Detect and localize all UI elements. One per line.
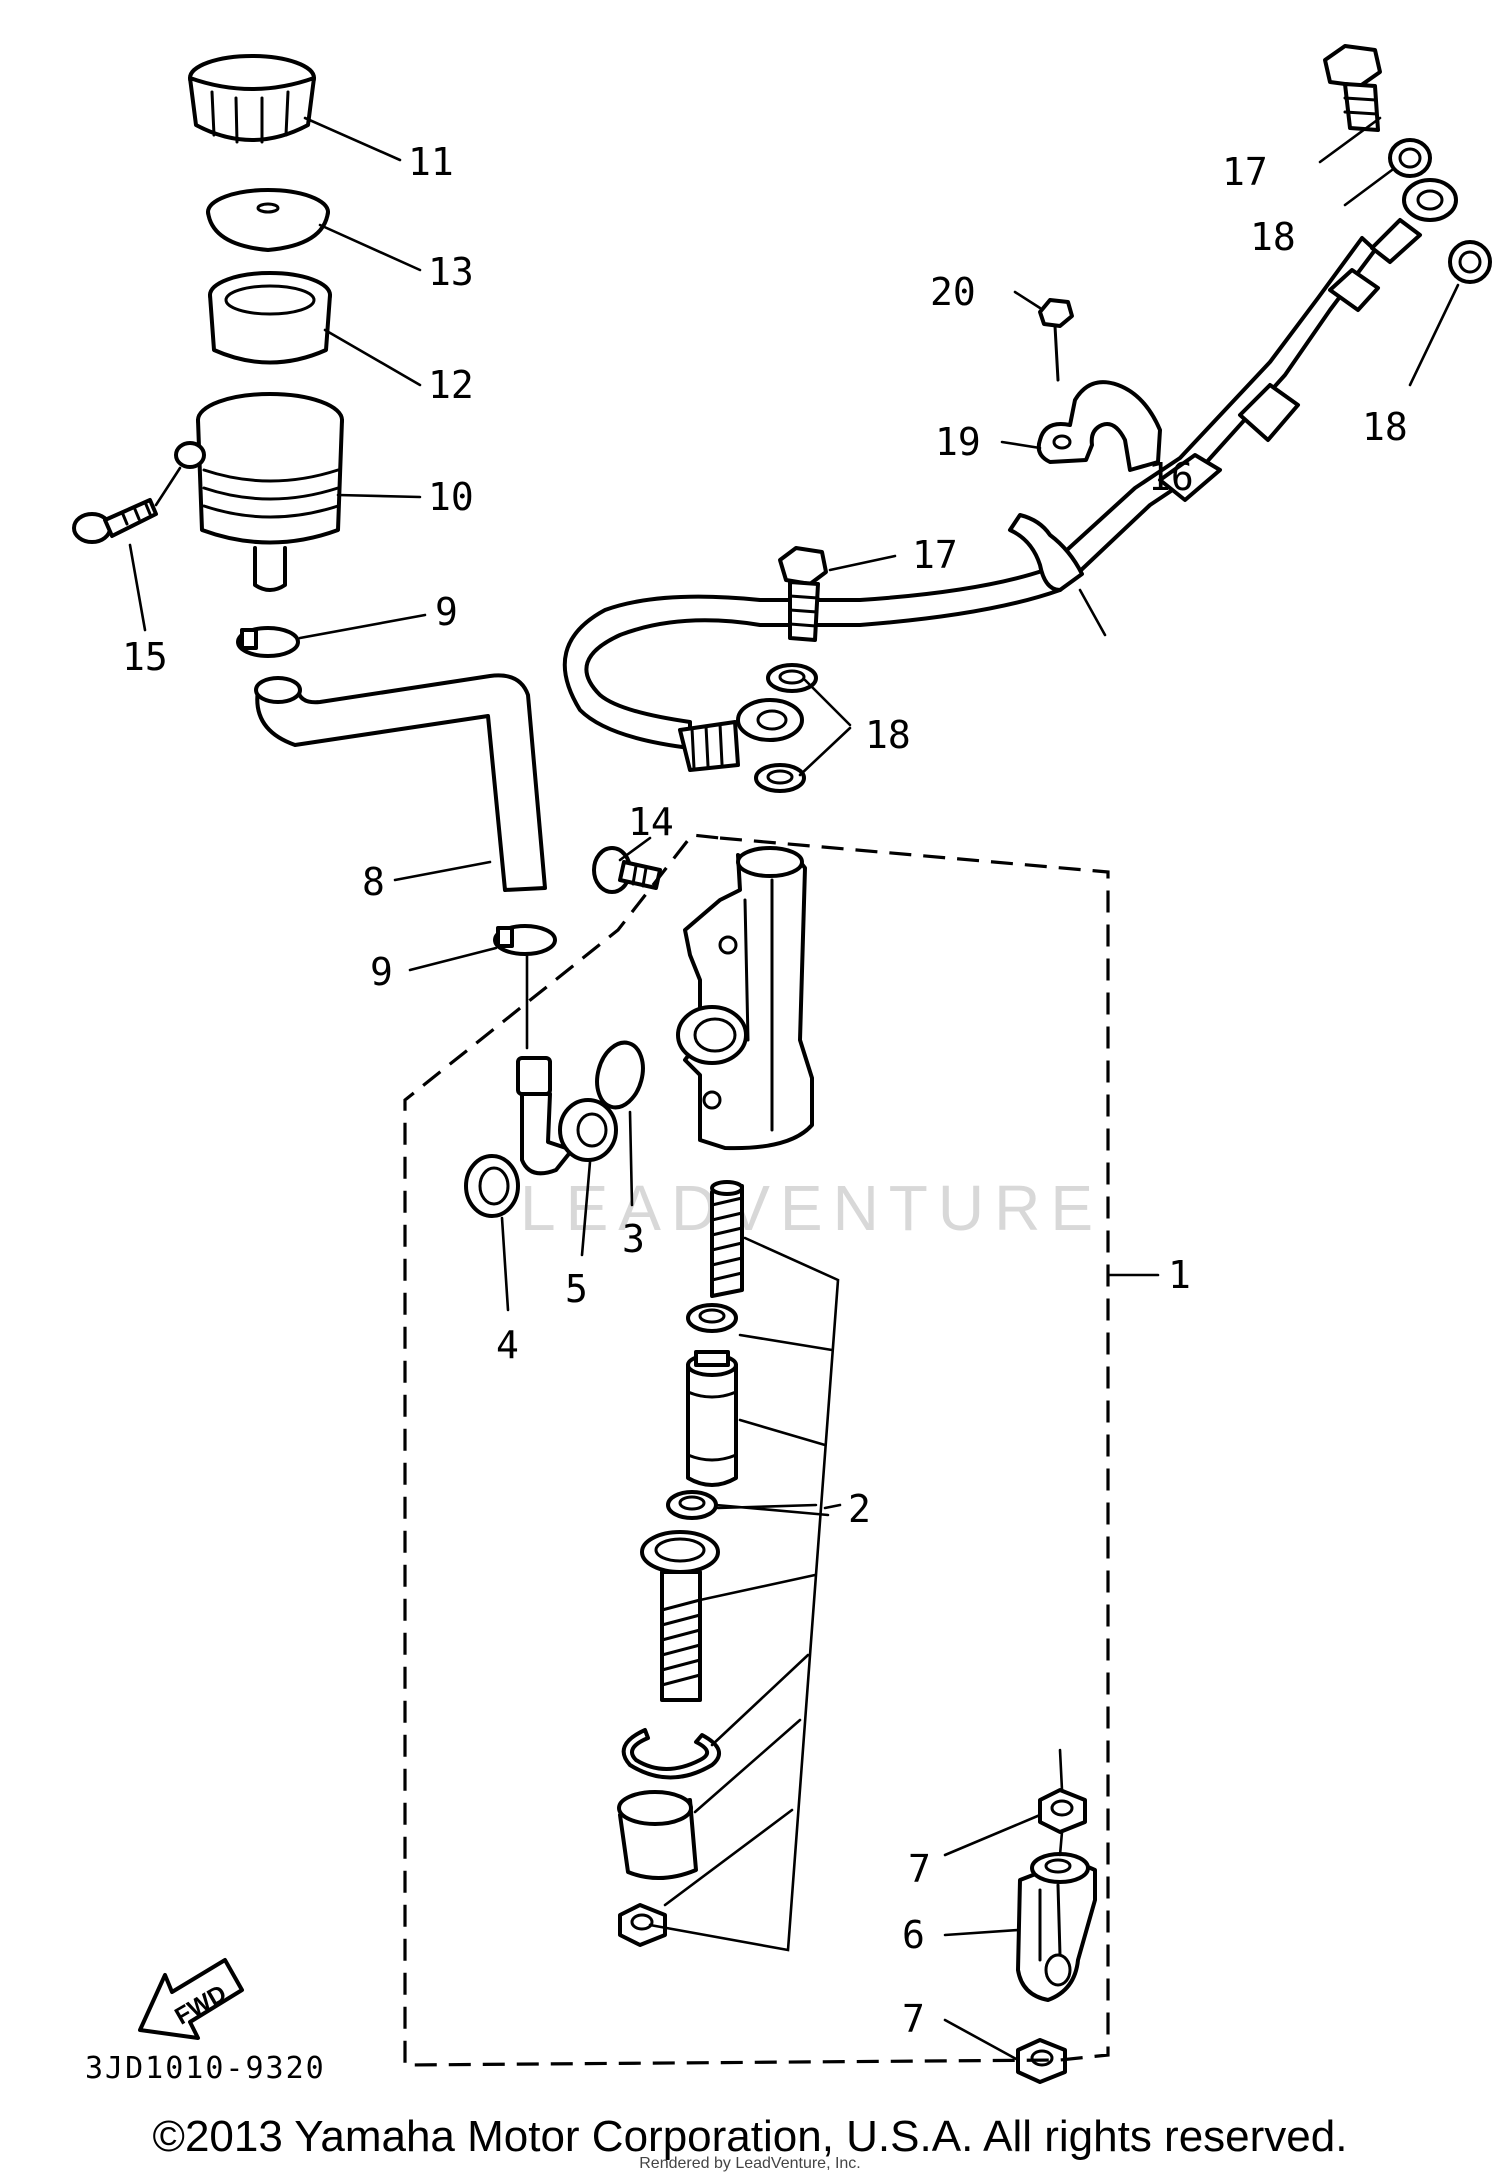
part-number-labels: 11 13 12 10 15 9 8 9 14 3 5 4 1 2 7 6 7 …	[122, 140, 1408, 2041]
label-10: 10	[428, 475, 474, 519]
assembly-1-outline	[403, 833, 1110, 2067]
label-6: 6	[902, 1913, 925, 1957]
label-11: 11	[408, 140, 454, 184]
part-16-brake-hose[interactable]	[562, 178, 1458, 772]
rendered-by-notice: Rendered by LeadVenture, Inc.	[639, 2155, 861, 2172]
part-10-reservoir[interactable]	[174, 392, 344, 592]
label-9-lower: 9	[370, 950, 393, 994]
part-13-diaphragm-plate[interactable]	[206, 188, 330, 252]
part-15-screw[interactable]	[72, 466, 182, 544]
part-19-hose-guide[interactable]	[1036, 380, 1162, 472]
part-18-washer-4[interactable]	[1448, 240, 1492, 284]
diagram-code: 3JD1010-9320	[85, 2051, 326, 2086]
label-5: 5	[565, 1267, 588, 1311]
part-3-o-ring[interactable]	[590, 1037, 650, 1112]
part-9-hose-clip-lower[interactable]	[493, 924, 557, 1050]
watermark: LEADVENTURE	[520, 1172, 1103, 1244]
label-13: 13	[428, 250, 474, 294]
label-7-lower: 7	[902, 1997, 925, 2041]
part-8-reservoir-hose[interactable]	[254, 673, 547, 892]
label-14: 14	[628, 800, 674, 844]
part-11-reservoir-cap[interactable]	[188, 54, 316, 144]
part-5-hose-joint[interactable]	[516, 1056, 618, 1176]
leader-lines	[128, 116, 1460, 2062]
part-4-circlip[interactable]	[464, 1154, 520, 1218]
label-18-right: 18	[1362, 405, 1408, 449]
label-19: 19	[935, 420, 981, 464]
part-7-nut-upper[interactable]	[1038, 1788, 1087, 1834]
label-18-upper: 18	[1250, 215, 1296, 259]
part-18-washer-1[interactable]	[766, 663, 818, 693]
label-17-upper: 17	[1222, 150, 1268, 194]
label-17-lower: 17	[912, 533, 958, 577]
label-18-lower: 18	[865, 713, 911, 757]
copyright-notice: ©2013 Yamaha Motor Corporation, U.S.A. A…	[152, 2112, 1348, 2161]
label-20: 20	[930, 270, 976, 314]
label-7-upper: 7	[908, 1847, 931, 1891]
label-4: 4	[496, 1323, 519, 1367]
part-2-piston-kit[interactable]	[617, 1180, 744, 1947]
part-18-washer-3[interactable]	[1388, 138, 1432, 178]
part-9-hose-clip-upper[interactable]	[236, 626, 300, 658]
label-3: 3	[622, 1217, 645, 1261]
fwd-arrow-icon: FWD	[138, 1958, 244, 2040]
label-8: 8	[362, 860, 385, 904]
label-2: 2	[848, 1487, 871, 1531]
label-1: 1	[1168, 1253, 1191, 1297]
label-16: 16	[1148, 455, 1194, 499]
part-1-master-cylinder-body[interactable]	[676, 846, 814, 1151]
part-20-screw[interactable]	[1038, 298, 1074, 382]
part-18-washer-2[interactable]	[754, 763, 806, 793]
part-6-clevis[interactable]	[1016, 1852, 1097, 2002]
part-17-union-bolt-upper[interactable]	[1323, 44, 1382, 132]
part-12-diaphragm[interactable]	[208, 271, 332, 365]
part-14-bolt[interactable]	[592, 846, 662, 894]
label-12: 12	[428, 363, 474, 407]
label-9-upper: 9	[435, 590, 458, 634]
part-17-union-bolt-lower[interactable]	[778, 546, 828, 642]
label-15: 15	[122, 635, 168, 679]
